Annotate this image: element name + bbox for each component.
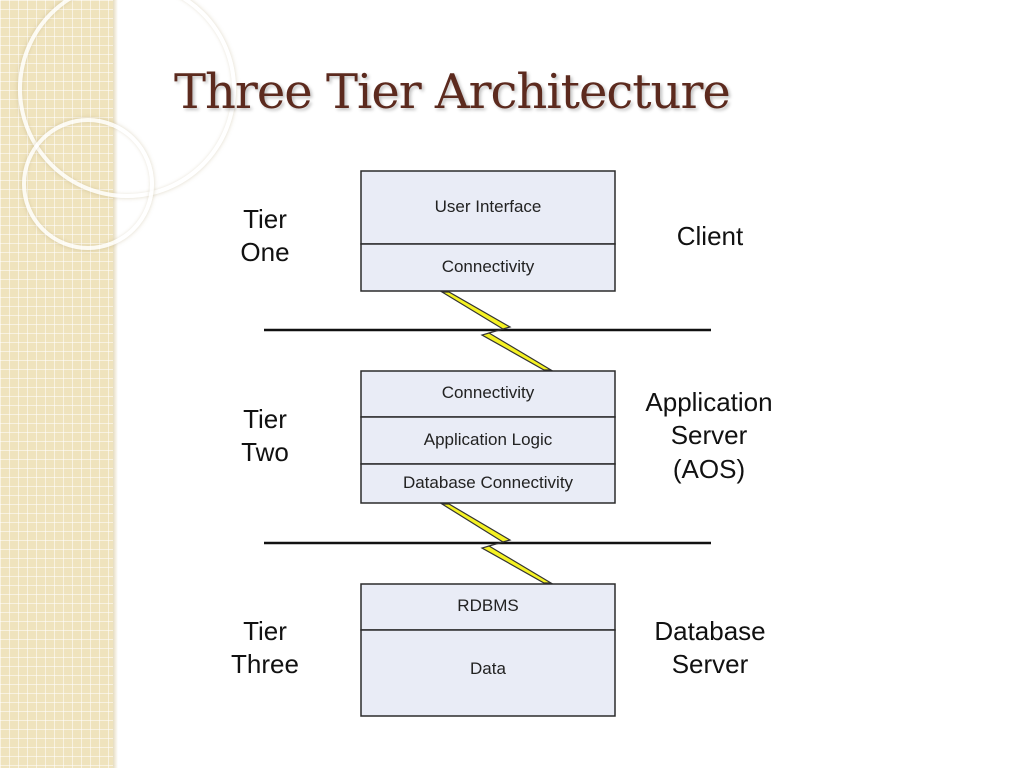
tier-one-role: Client: [677, 221, 744, 251]
tier-two-label-line2: Two: [241, 437, 289, 467]
tier-two-cell-connectivity: [360, 370, 616, 418]
tier-three-cell-data: [360, 629, 616, 717]
tier-three-label-line2: Three: [231, 649, 299, 679]
tier-three-cell-rdbms-label: RDBMS: [457, 596, 518, 615]
tier-one-cell-user-interface-label: User Interface: [435, 197, 542, 216]
network-bolt-1: [439, 291, 554, 371]
tier-two-label-line1: Tier: [243, 404, 287, 434]
tier-two-group: Connectivity Application Logic Database …: [241, 370, 773, 504]
tier-one-cell-user-interface: [360, 170, 616, 245]
tier-two-cell-application-logic-label: Application Logic: [424, 430, 553, 449]
tier-three-role-line1: Database: [654, 616, 765, 646]
tier-three-label-line1: Tier: [243, 616, 287, 646]
tier-one-cell-connectivity: [360, 243, 616, 292]
tier-two-cell-database-connectivity: [360, 463, 616, 504]
network-bolt-2: [439, 503, 554, 584]
tier-two-cell-connectivity-label: Connectivity: [442, 383, 535, 402]
stripe-edge-shadow: [113, 0, 118, 768]
tier-three-cell-rdbms: [360, 583, 616, 631]
tier-two-role-line3: (AOS): [673, 454, 745, 484]
tier-three-role-line2: Server: [672, 649, 749, 679]
tier-two-cell-application-logic: [360, 416, 616, 465]
slide-title: Three Tier Architecture: [174, 64, 731, 120]
tier-one-group: User Interface Connectivity Tier One Cli…: [240, 170, 744, 292]
tier-three-cell-data-label: Data: [470, 659, 506, 678]
tier-one-label-line2: One: [240, 237, 289, 267]
decorative-ring-small: [22, 118, 154, 250]
tier-two-cell-database-connectivity-label: Database Connectivity: [403, 473, 574, 492]
tier-two-role-line1: Application: [645, 387, 772, 417]
tier-three-group: RDBMS Data Tier Three Database Server: [231, 583, 766, 717]
tier-two-role-line2: Server: [671, 420, 748, 450]
tier-one-cell-connectivity-label: Connectivity: [442, 257, 535, 276]
tier-one-label-line1: Tier: [243, 204, 287, 234]
